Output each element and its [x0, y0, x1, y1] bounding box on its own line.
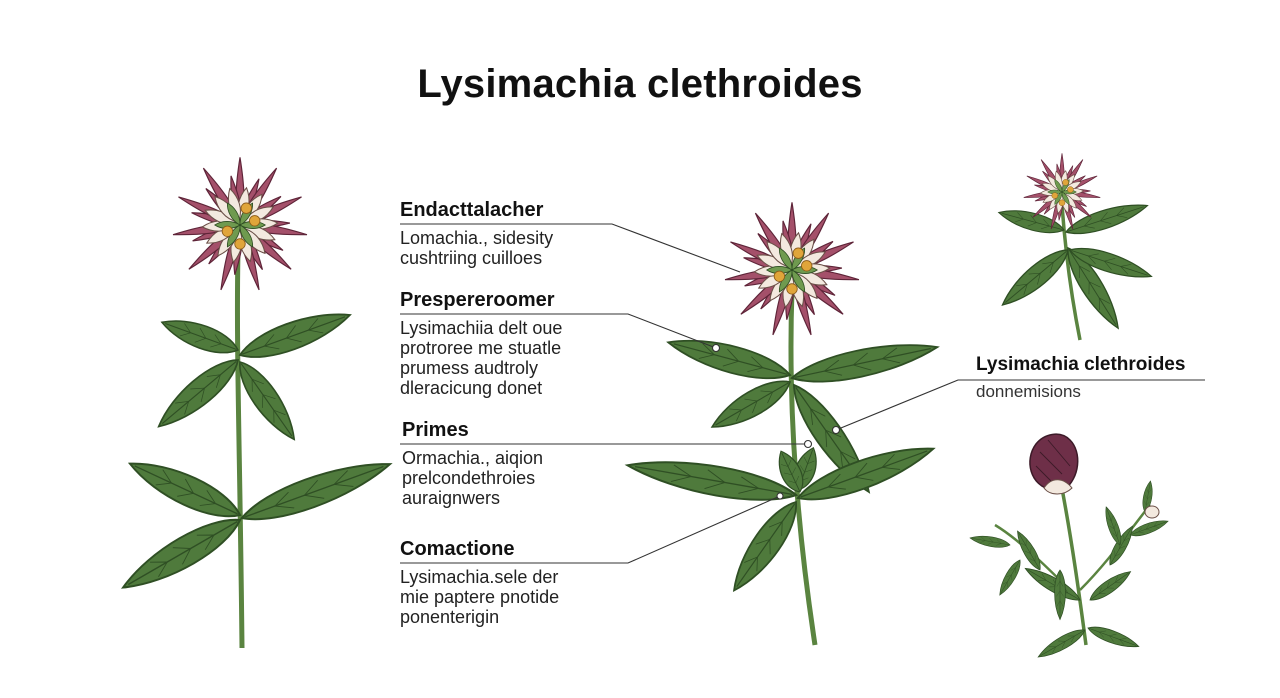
- center-plant-leaf: [663, 328, 795, 389]
- right-annotation: Lysimachia clethroides donnemisions: [976, 353, 1185, 403]
- leader-dot-3: [803, 439, 813, 449]
- annotation-line: Lomachia., sidesity: [400, 228, 554, 248]
- left-plant-leaf: [149, 349, 247, 438]
- annotation-2: Prespereroomer Lysimachiia delt oue prot…: [400, 288, 562, 398]
- annotation-line: mie paptere pnotide: [400, 587, 560, 607]
- left-plant-stem: [234, 249, 245, 649]
- annotation-body: Lysimachiia delt oue protroree me stuatl…: [400, 318, 562, 398]
- annotation-heading: Primes: [402, 419, 469, 441]
- annotation-line: cushtriing cuilloes: [400, 248, 543, 268]
- left-plant-leaf: [235, 449, 397, 533]
- top-right-plant-stem: [1060, 204, 1082, 341]
- left-plant-leaf: [122, 449, 248, 530]
- annotation-1: Endacttalacher Lomachia., sidesity cusht…: [400, 198, 553, 268]
- top-right-plant: [995, 152, 1155, 341]
- center-plant-leaf: [787, 332, 942, 393]
- center-plant-flower: [723, 201, 861, 337]
- leader-line-2: [400, 313, 717, 349]
- bottom-right-plant: [968, 433, 1171, 663]
- center-plant-leaf: [623, 449, 801, 511]
- annotation-body: Lomachia., sidesity cushtriing cuilloes: [400, 228, 553, 268]
- left-plant-flower: [171, 156, 309, 292]
- annotation-heading: Comactione: [400, 538, 515, 560]
- annotation-line: protroree me stuatle: [400, 338, 562, 358]
- right-annotation-sub: donnemisions: [976, 382, 1081, 401]
- annotation-line: auraignwers: [402, 488, 501, 508]
- top-right-plant-flower: [1023, 152, 1101, 231]
- right-annotation-heading: Lysimachia clethroides: [976, 354, 1186, 375]
- annotation-body: Lysimachia.sele der mie paptere pnotide …: [400, 567, 559, 627]
- leader-dot-right: [831, 425, 841, 435]
- annotation-line: ponenterigin: [400, 607, 500, 627]
- top-right-plant-leaf: [995, 241, 1076, 314]
- leader-dot-2: [711, 343, 721, 353]
- center-plant-leaf: [792, 434, 940, 513]
- leader-dot-4: [776, 492, 784, 500]
- center-plant: [623, 201, 942, 646]
- leader-line-1: [400, 223, 741, 273]
- annotation-4: Comactione Lysimachia.sele der mie papte…: [400, 537, 559, 627]
- page-title: Lysimachia clethroides: [417, 62, 863, 106]
- leader-lines: [400, 223, 1205, 564]
- left-plant-leaf: [114, 506, 249, 602]
- annotation-line: Lysimachia.sele der: [400, 567, 559, 587]
- annotation-line: Lysimachiia delt oue: [400, 318, 563, 338]
- annotation-heading: Endacttalacher: [400, 199, 544, 221]
- annotation-line: Ormachia., aiqion: [402, 448, 544, 468]
- flower-bud: [1029, 433, 1079, 491]
- leader-line-4: [400, 495, 781, 564]
- annotation-line: dleracicung donet: [400, 378, 543, 398]
- center-plant-leaf: [722, 493, 808, 599]
- left-plant: [114, 156, 397, 649]
- annotation-body: Ormachia., aiqion prelcondethroies aurai…: [402, 448, 543, 508]
- left-plant-leaf: [234, 301, 356, 369]
- annotation-heading: Prespereroomer: [400, 289, 555, 311]
- annotation-3: Primes Ormachia., aiqion prelcondethroie…: [402, 418, 543, 508]
- left-plant-leaf: [157, 310, 243, 362]
- center-plant-leaf: [705, 370, 797, 439]
- annotation-line: prumess audtroly: [400, 358, 539, 378]
- leader-line-right: [835, 379, 1205, 431]
- annotation-line: prelcondethroies: [402, 468, 536, 488]
